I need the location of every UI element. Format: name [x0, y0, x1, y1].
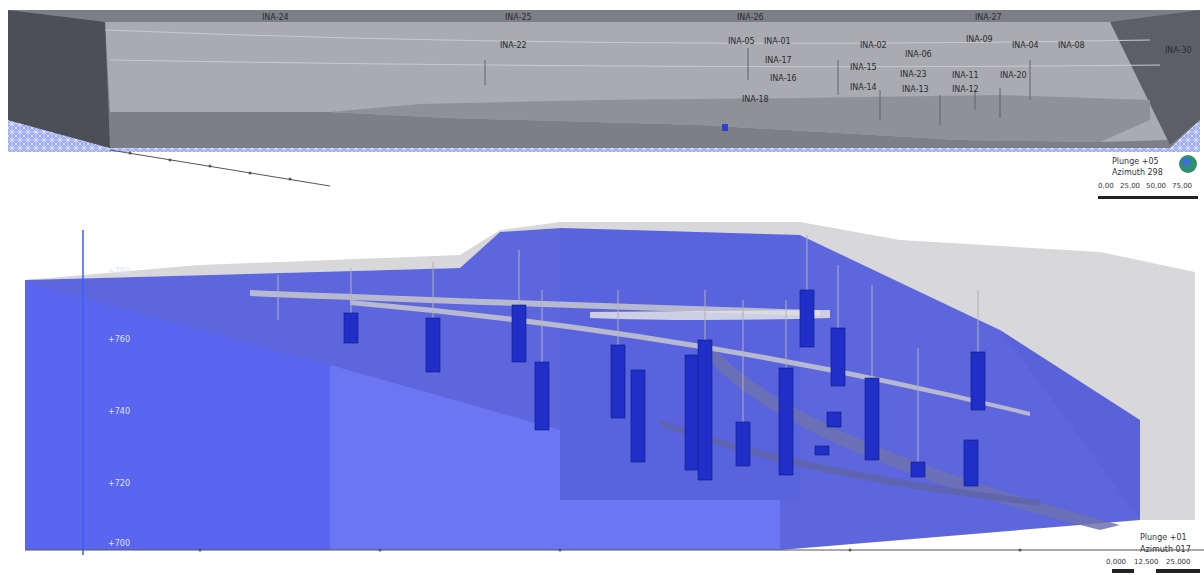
hole-label: INA-04	[1012, 42, 1039, 50]
view-plunge: Plunge +01	[1140, 534, 1187, 542]
hole-label: INA-11	[952, 72, 979, 80]
hole-label: INA-20	[1000, 72, 1027, 80]
elevation-label: +740	[108, 408, 130, 416]
hole-label: INA-09	[966, 36, 993, 44]
hole-label: INA-15	[850, 64, 877, 72]
scale-value: 75,00	[1172, 183, 1192, 190]
hole-label: INA-08	[1058, 42, 1085, 50]
elevation-label: +700	[108, 540, 130, 548]
elevation-label: +780	[108, 268, 130, 276]
view-azimuth: Azimuth 017	[1140, 546, 1191, 554]
hole-label: INA-13	[902, 86, 929, 94]
hole-label: INA-25	[505, 14, 532, 22]
hole-label: INA-27	[975, 14, 1002, 22]
scale-value: 25,00	[1120, 183, 1140, 190]
hole-label: INA-01	[764, 38, 791, 46]
hole-label: INA-14	[850, 84, 877, 92]
hole-label: INA-12	[952, 86, 979, 94]
hole-label: INA-16	[770, 75, 797, 83]
hole-label: INA-06	[905, 51, 932, 59]
hole-label: INA-17	[765, 57, 792, 65]
hole-label: INA-22	[500, 42, 527, 50]
elevation-label: +720	[108, 480, 130, 488]
hole-label: INA-18	[742, 96, 769, 104]
scale-value: 0,000	[1106, 559, 1126, 566]
hole-label: INA-05	[728, 38, 755, 46]
scale-value: 0,00	[1098, 183, 1114, 190]
hole-label: INA-02	[860, 42, 887, 50]
hole-label: INA-26	[737, 14, 764, 22]
view-plunge: Plunge +05	[1112, 158, 1159, 166]
hole-label: INA-23	[900, 71, 927, 79]
view-azimuth: Azimuth 298	[1112, 169, 1163, 177]
hole-label: INA-24	[262, 14, 289, 22]
elevation-label: +760	[108, 336, 130, 344]
hole-label: INA-30	[1165, 47, 1192, 55]
scale-value: 12,500	[1134, 559, 1159, 566]
scale-value: 25,000	[1166, 559, 1191, 566]
scale-value: 50,00	[1146, 183, 1166, 190]
